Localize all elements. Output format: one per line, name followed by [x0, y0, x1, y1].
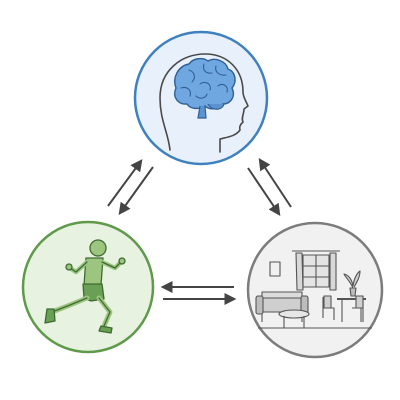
running-person-icon: [44, 239, 126, 334]
arrow-mind-to-body: [118, 166, 154, 215]
arrows: [107, 157, 292, 305]
brain-icon: [174, 57, 236, 119]
coffee-table-icon: [278, 309, 310, 328]
environment-node: [246, 221, 384, 359]
wall-frame-icon: [269, 261, 281, 277]
arrow-mind-to-environment: [247, 167, 281, 216]
arrow-environment-to-mind: [258, 157, 292, 208]
living-room-icon: [255, 250, 372, 329]
dining-set-icon: [322, 295, 366, 322]
mind-node: [133, 30, 269, 166]
potted-plant-icon: [343, 270, 361, 297]
body-node: [21, 220, 155, 354]
head-with-brain-icon: [159, 53, 249, 153]
arrow-body-to-mind: [107, 159, 143, 207]
environment-circle: [246, 221, 384, 359]
sofa-icon: [255, 291, 309, 322]
